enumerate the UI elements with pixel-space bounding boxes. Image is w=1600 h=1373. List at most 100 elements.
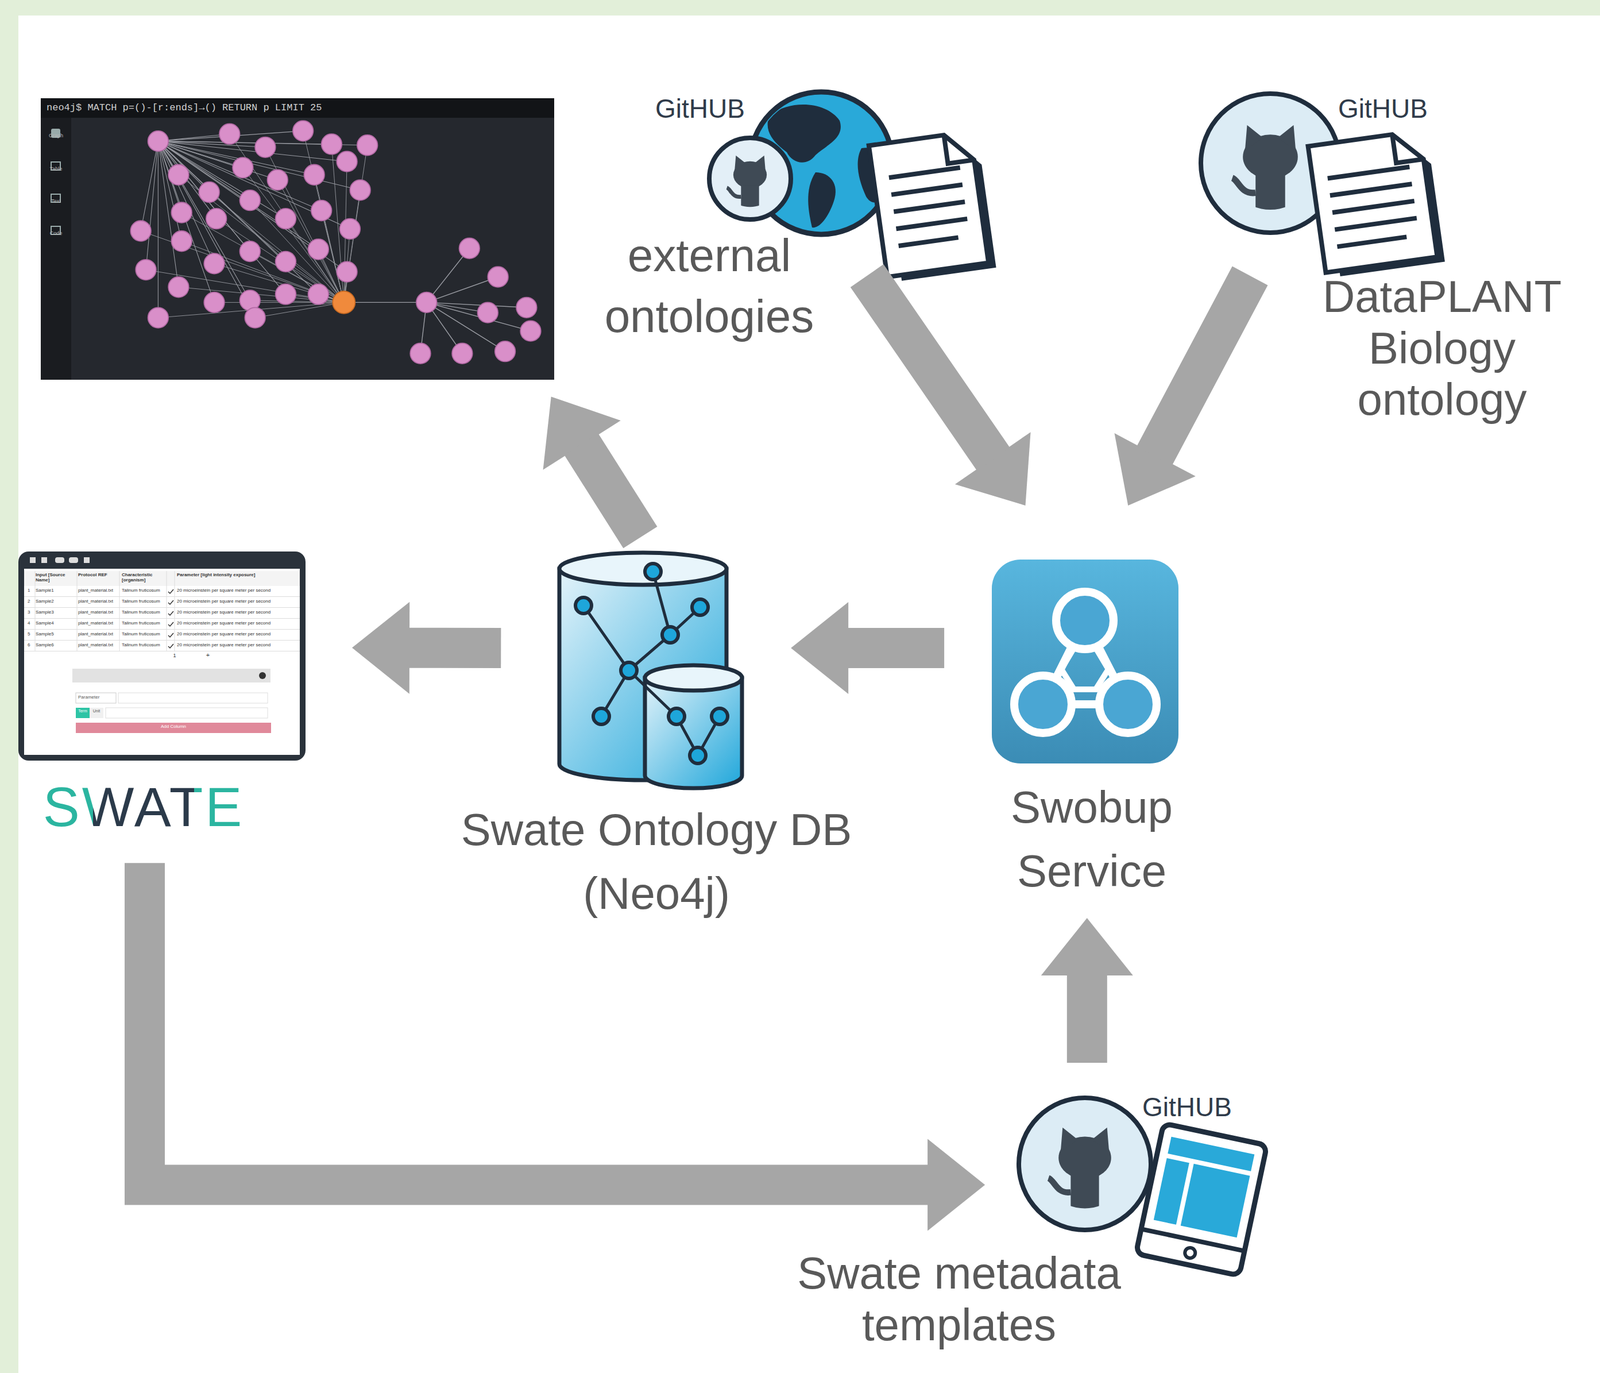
table-cell: 20 microeinstein per square meter per se… (176, 631, 300, 637)
node-label: external ontologies (559, 225, 859, 347)
graph-edge (249, 251, 344, 303)
table-header: Parameter [light intensity exposure] (176, 572, 300, 578)
repo-label: GitHUB (1129, 1091, 1245, 1123)
graph-edge (249, 200, 344, 303)
table-cell: Talinum fruticosum (121, 587, 168, 593)
node-label: neo4j$ MATCH p=()-[r:ends]→() RETURN p L… (46, 102, 547, 114)
graph-node (303, 164, 325, 186)
check-mark (168, 600, 174, 605)
graph-node (275, 208, 297, 230)
arrow-shaft (581, 443, 641, 537)
table-header: Protocol REF (78, 572, 121, 578)
arrow-shaft (867, 275, 994, 459)
service: Swobup Service (991, 559, 1179, 764)
graph-edge (157, 141, 347, 272)
repo-label: GitHUB (642, 93, 758, 125)
template-repo: GitHUBSwate metadata templates (1016, 1085, 1275, 1284)
table-cell: Sample2 (35, 598, 77, 604)
graph-edge (157, 141, 322, 211)
github-icon (1200, 93, 1445, 278)
check-mark (168, 643, 174, 648)
graph-node (203, 253, 225, 274)
node-label: Swate Ontology DB (Neo4j) (438, 797, 875, 926)
arrow-shaft (408, 627, 501, 668)
graph-node (516, 297, 537, 319)
graph-node (275, 251, 297, 273)
swobup-icon (991, 559, 1179, 764)
sidebar-label: Table (40, 165, 72, 172)
graph-node (254, 137, 276, 158)
check-mark (168, 632, 174, 637)
graph-node (135, 259, 157, 281)
table-cell: Talinum fruticosum (121, 631, 168, 637)
table-cell: plant_material.txt (78, 609, 121, 615)
check-mark (168, 611, 174, 616)
table-cell: 6 (27, 642, 35, 648)
graph-node (357, 134, 378, 156)
graph-edge (157, 141, 350, 230)
table-cell: 4 (27, 620, 35, 626)
table-cell: Talinum fruticosum (121, 620, 168, 626)
table-cell: 20 microeinstein per square meter per se… (176, 587, 300, 593)
table-cell: 20 microeinstein per square meter per se… (176, 642, 300, 648)
graph-node (321, 133, 343, 155)
sidebar-label: Graph (40, 132, 72, 139)
check-mark (168, 589, 174, 594)
graph-node (495, 341, 516, 362)
arrow-shaft (1067, 974, 1108, 1063)
flow-arrow (867, 275, 1031, 506)
table-cell: Talinum fruticosum (121, 642, 168, 648)
arrow-shaft (1154, 275, 1250, 456)
button-text: Add Column (75, 723, 272, 729)
graph-node (240, 190, 261, 211)
database-icon (559, 552, 742, 788)
flow-arrow (1114, 275, 1250, 506)
flow-arrow (1041, 917, 1134, 1063)
arrow-shaft (847, 627, 945, 668)
table-cell: Sample1 (35, 587, 77, 593)
neo4j-screenshot (40, 98, 555, 380)
graph-edge (344, 302, 427, 303)
graph-edge (426, 276, 498, 303)
graph-node (206, 208, 227, 230)
graph-edge (157, 133, 230, 141)
sidebar-label: Code (40, 230, 72, 237)
graph-edge (157, 141, 215, 303)
table-cell: plant_material.txt (78, 598, 121, 604)
graph-node (219, 123, 241, 145)
frame-band (0, 0, 1600, 16)
table-cell: plant_material.txt (78, 620, 121, 626)
dropdown-text: Parameter (78, 694, 117, 700)
arrow-head (1041, 917, 1134, 976)
table-cell: 2 (27, 598, 35, 604)
graph-node (416, 292, 438, 313)
graph-edge (140, 141, 158, 231)
graph-edge (254, 302, 345, 318)
graph-node (349, 179, 371, 201)
arrow-head (790, 601, 849, 694)
table-cell: Sample5 (35, 631, 77, 637)
graph-node (244, 307, 266, 328)
graph-node (130, 220, 152, 242)
graph-edge (314, 174, 345, 303)
table-cell: 20 microeinstein per square meter per se… (176, 620, 300, 626)
node-label: Swobup Service (976, 775, 1207, 903)
table-cell: 5 (27, 631, 35, 637)
graph-edge (157, 141, 255, 318)
graph-edge (344, 190, 361, 303)
graph-node (520, 320, 541, 342)
table-cell: Sample3 (35, 609, 77, 615)
graph-node (336, 261, 358, 282)
flow-arrow (790, 601, 945, 694)
graph-node (459, 237, 481, 259)
flow-arrow (543, 396, 641, 537)
graph-node (308, 283, 330, 305)
table-cell: Sample4 (35, 620, 77, 626)
graph-node (311, 200, 332, 222)
graph-node (171, 230, 192, 252)
table-cell: 1 (27, 587, 35, 593)
app-screenshot: SWATEInput [Source Name]Protocol REFChar… (18, 551, 306, 761)
flow-arrow (352, 601, 501, 694)
